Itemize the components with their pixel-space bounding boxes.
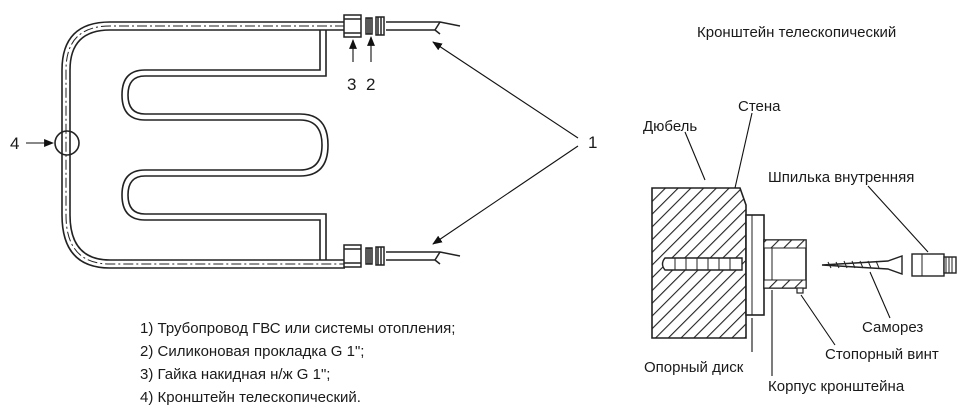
legend-item-4: 4) Кронштейн телескопический.	[140, 389, 361, 406]
inner-stud	[911, 253, 945, 277]
lower-pipe	[386, 251, 461, 265]
leader-set-screw	[800, 294, 836, 346]
lower-nut	[343, 244, 362, 268]
bracket-detail-circle	[54, 130, 80, 156]
callout-1: 1	[588, 133, 597, 152]
leader-1-lower	[432, 145, 579, 245]
callout-leaders	[26, 36, 579, 245]
label-set-screw: Стопорный винт	[825, 346, 939, 363]
rail-serpentine-coil	[121, 30, 323, 260]
lower-connection	[343, 244, 461, 268]
leader-screw	[869, 271, 891, 319]
legend-item-2: 2) Силиконовая прокладка G 1";	[140, 343, 364, 360]
bracket-drawing	[651, 187, 957, 339]
callout-3: 3	[347, 75, 356, 94]
label-dowel: Дюбель	[643, 118, 697, 135]
leader-1-upper	[432, 41, 579, 139]
upper-gasket	[365, 17, 373, 35]
support-disc	[745, 214, 765, 316]
lower-gasket	[365, 247, 373, 265]
label-bracket-body: Корпус кронштейна	[768, 378, 905, 395]
towel-rail-drawing	[54, 21, 345, 269]
label-support-disc: Опорный диск	[644, 359, 744, 376]
legend-item-1: 1) Трубопровод ГВС или системы отопления…	[140, 320, 455, 337]
upper-pipe	[386, 21, 461, 35]
bracket-leaders	[684, 112, 929, 376]
label-screw: Саморез	[862, 319, 923, 336]
bracket-title: Кронштейн телескопический	[697, 24, 896, 41]
rail-centerline	[65, 25, 345, 265]
leader-inner-stud	[867, 185, 929, 253]
rail-inner-wall	[69, 29, 345, 261]
rail-outer-wall	[61, 21, 345, 269]
leader-dowel	[684, 131, 706, 181]
callout-2: 2	[366, 75, 375, 94]
legend: 1) Трубопровод ГВС или системы отопления…	[140, 320, 455, 406]
rail-serpentine-coil-inner	[127, 30, 329, 260]
leader-wall	[734, 112, 753, 189]
label-wall: Стена	[738, 98, 781, 115]
legend-item-3: 3) Гайка накидная н/ж G 1";	[140, 366, 330, 383]
label-inner-stud: Шпилька внутренняя	[768, 169, 914, 186]
dowel	[661, 257, 743, 271]
upper-nut	[343, 14, 362, 38]
lower-thread	[375, 246, 385, 266]
set-screw	[796, 287, 804, 294]
upper-thread	[375, 16, 385, 36]
upper-connection	[343, 14, 461, 38]
callout-4: 4	[10, 134, 19, 153]
